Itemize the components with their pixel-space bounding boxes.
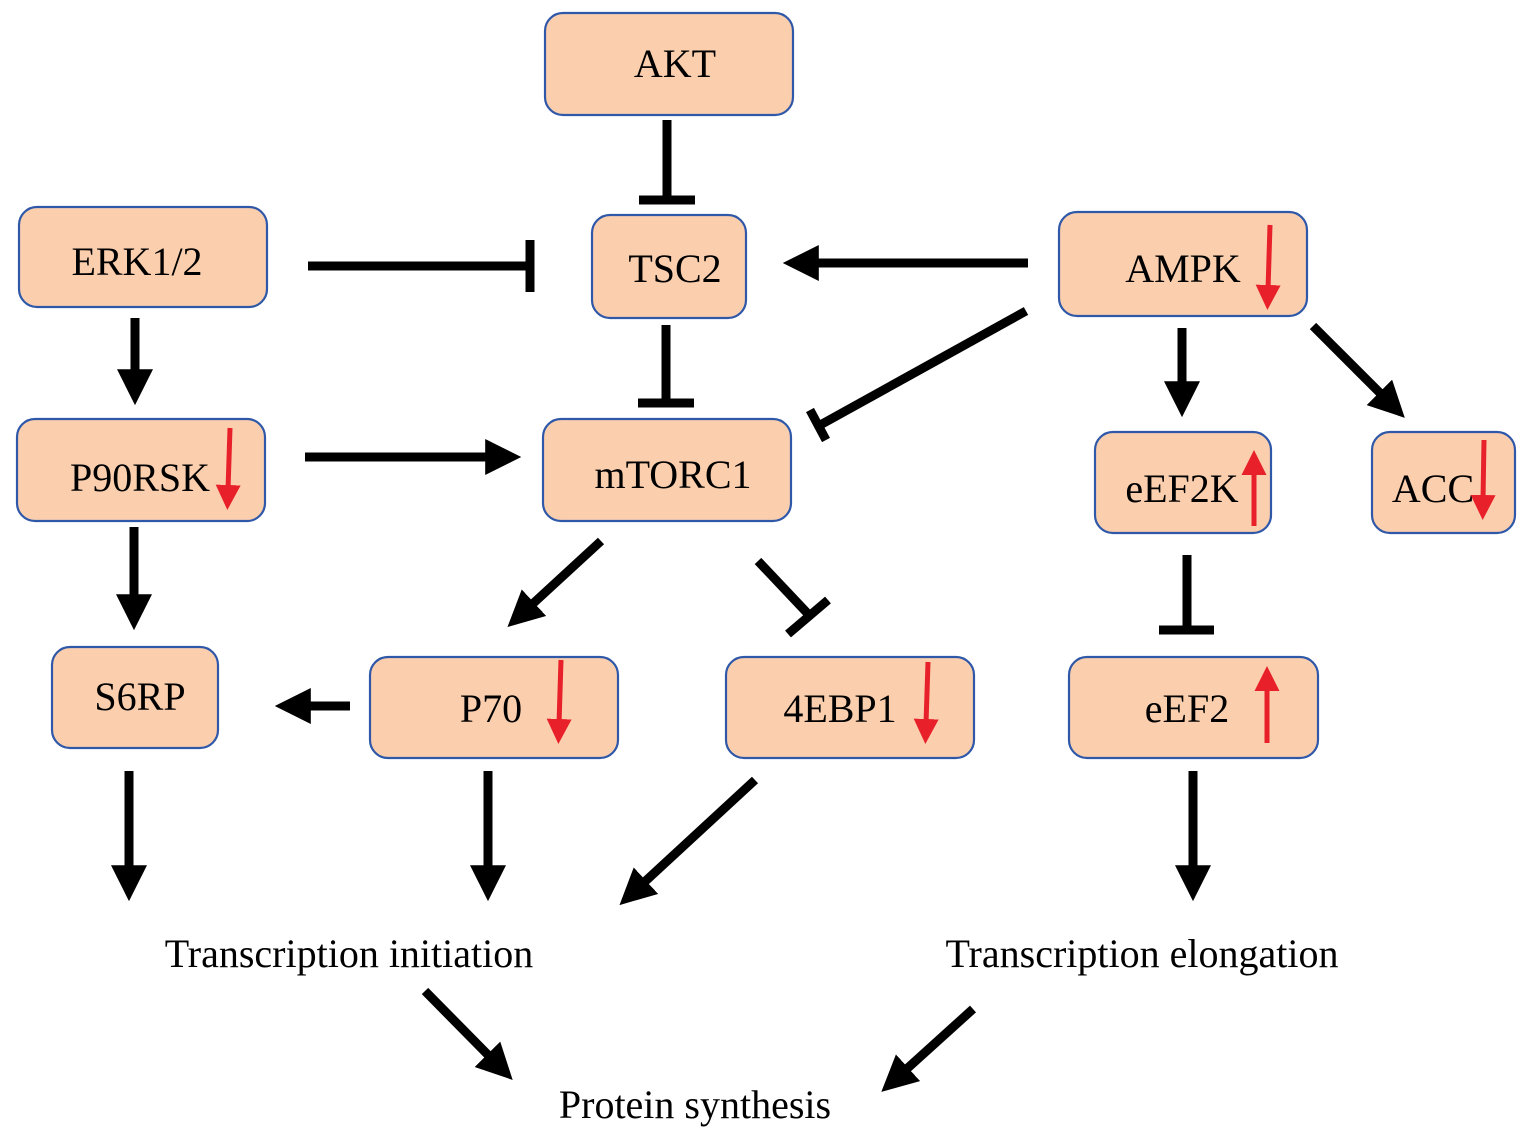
node-p70: P70 [368,655,620,760]
node-mtorc1: mTORC1 [541,417,793,523]
transcription-initiation-label: Transcription initiation [165,931,534,976]
node-eef2k: eEF2K [1093,430,1273,535]
edges [111,120,1405,1092]
down-arrow-icon [1470,439,1496,520]
node-4ebp1-label: 4EBP1 [783,686,896,731]
down-arrow-icon [546,659,572,744]
node-mtorc1-label: mTORC1 [594,452,751,497]
edge-initiation-to-protein-synthesis [421,987,513,1080]
node-ampk-label: AMPK [1125,246,1241,291]
node-4ebp1: 4EBP1 [724,655,976,760]
node-akt-label: AKT [634,41,716,86]
edge-ampk-activates-acc [1309,322,1405,418]
edge-mtorc1-activates-p70 [507,537,605,628]
transcription-elongation-label: Transcription elongation [946,931,1339,976]
node-s6rp-label: S6RP [94,674,185,719]
node-ampk: AMPK [1057,210,1309,318]
node-acc: ACC [1370,430,1517,535]
node-p90rsk: P90RSK [15,417,267,523]
node-eef2k-label: eEF2K [1125,466,1238,511]
node-s6rp: S6RP [50,645,220,750]
node-acc-label: ACC [1392,466,1474,511]
node-p90rsk-label: P90RSK [70,455,210,500]
node-eef2-label: eEF2 [1145,686,1229,731]
edge-mtorc1-inhibits-4ebp1 [754,557,831,638]
down-arrow-icon [1255,224,1281,310]
node-erk-label: ERK1/2 [71,239,202,284]
node-eef2: eEF2 [1067,655,1320,760]
node-p70-label: P70 [460,686,522,731]
edge-ampk-inhibits-mtorc1 [806,307,1029,443]
edge-tsc2-inhibits-mtorc1 [638,325,694,408]
edge-4ebp1-to-initiation [619,776,759,906]
node-tsc2: TSC2 [590,213,748,320]
edge-eef2k-inhibits-eef2 [1159,555,1214,635]
down-arrow-icon [913,661,939,744]
down-arrow-icon [215,427,241,510]
node-erk: ERK1/2 [17,205,269,309]
node-akt: AKT [543,11,795,117]
edge-erk-inhibits-tsc2 [308,240,535,292]
edge-elongation-to-protein-synthesis [881,1005,977,1092]
edge-akt-inhibits-tsc2 [639,120,695,205]
protein-synthesis-label: Protein synthesis [559,1082,831,1127]
node-tsc2-label: TSC2 [628,246,721,291]
